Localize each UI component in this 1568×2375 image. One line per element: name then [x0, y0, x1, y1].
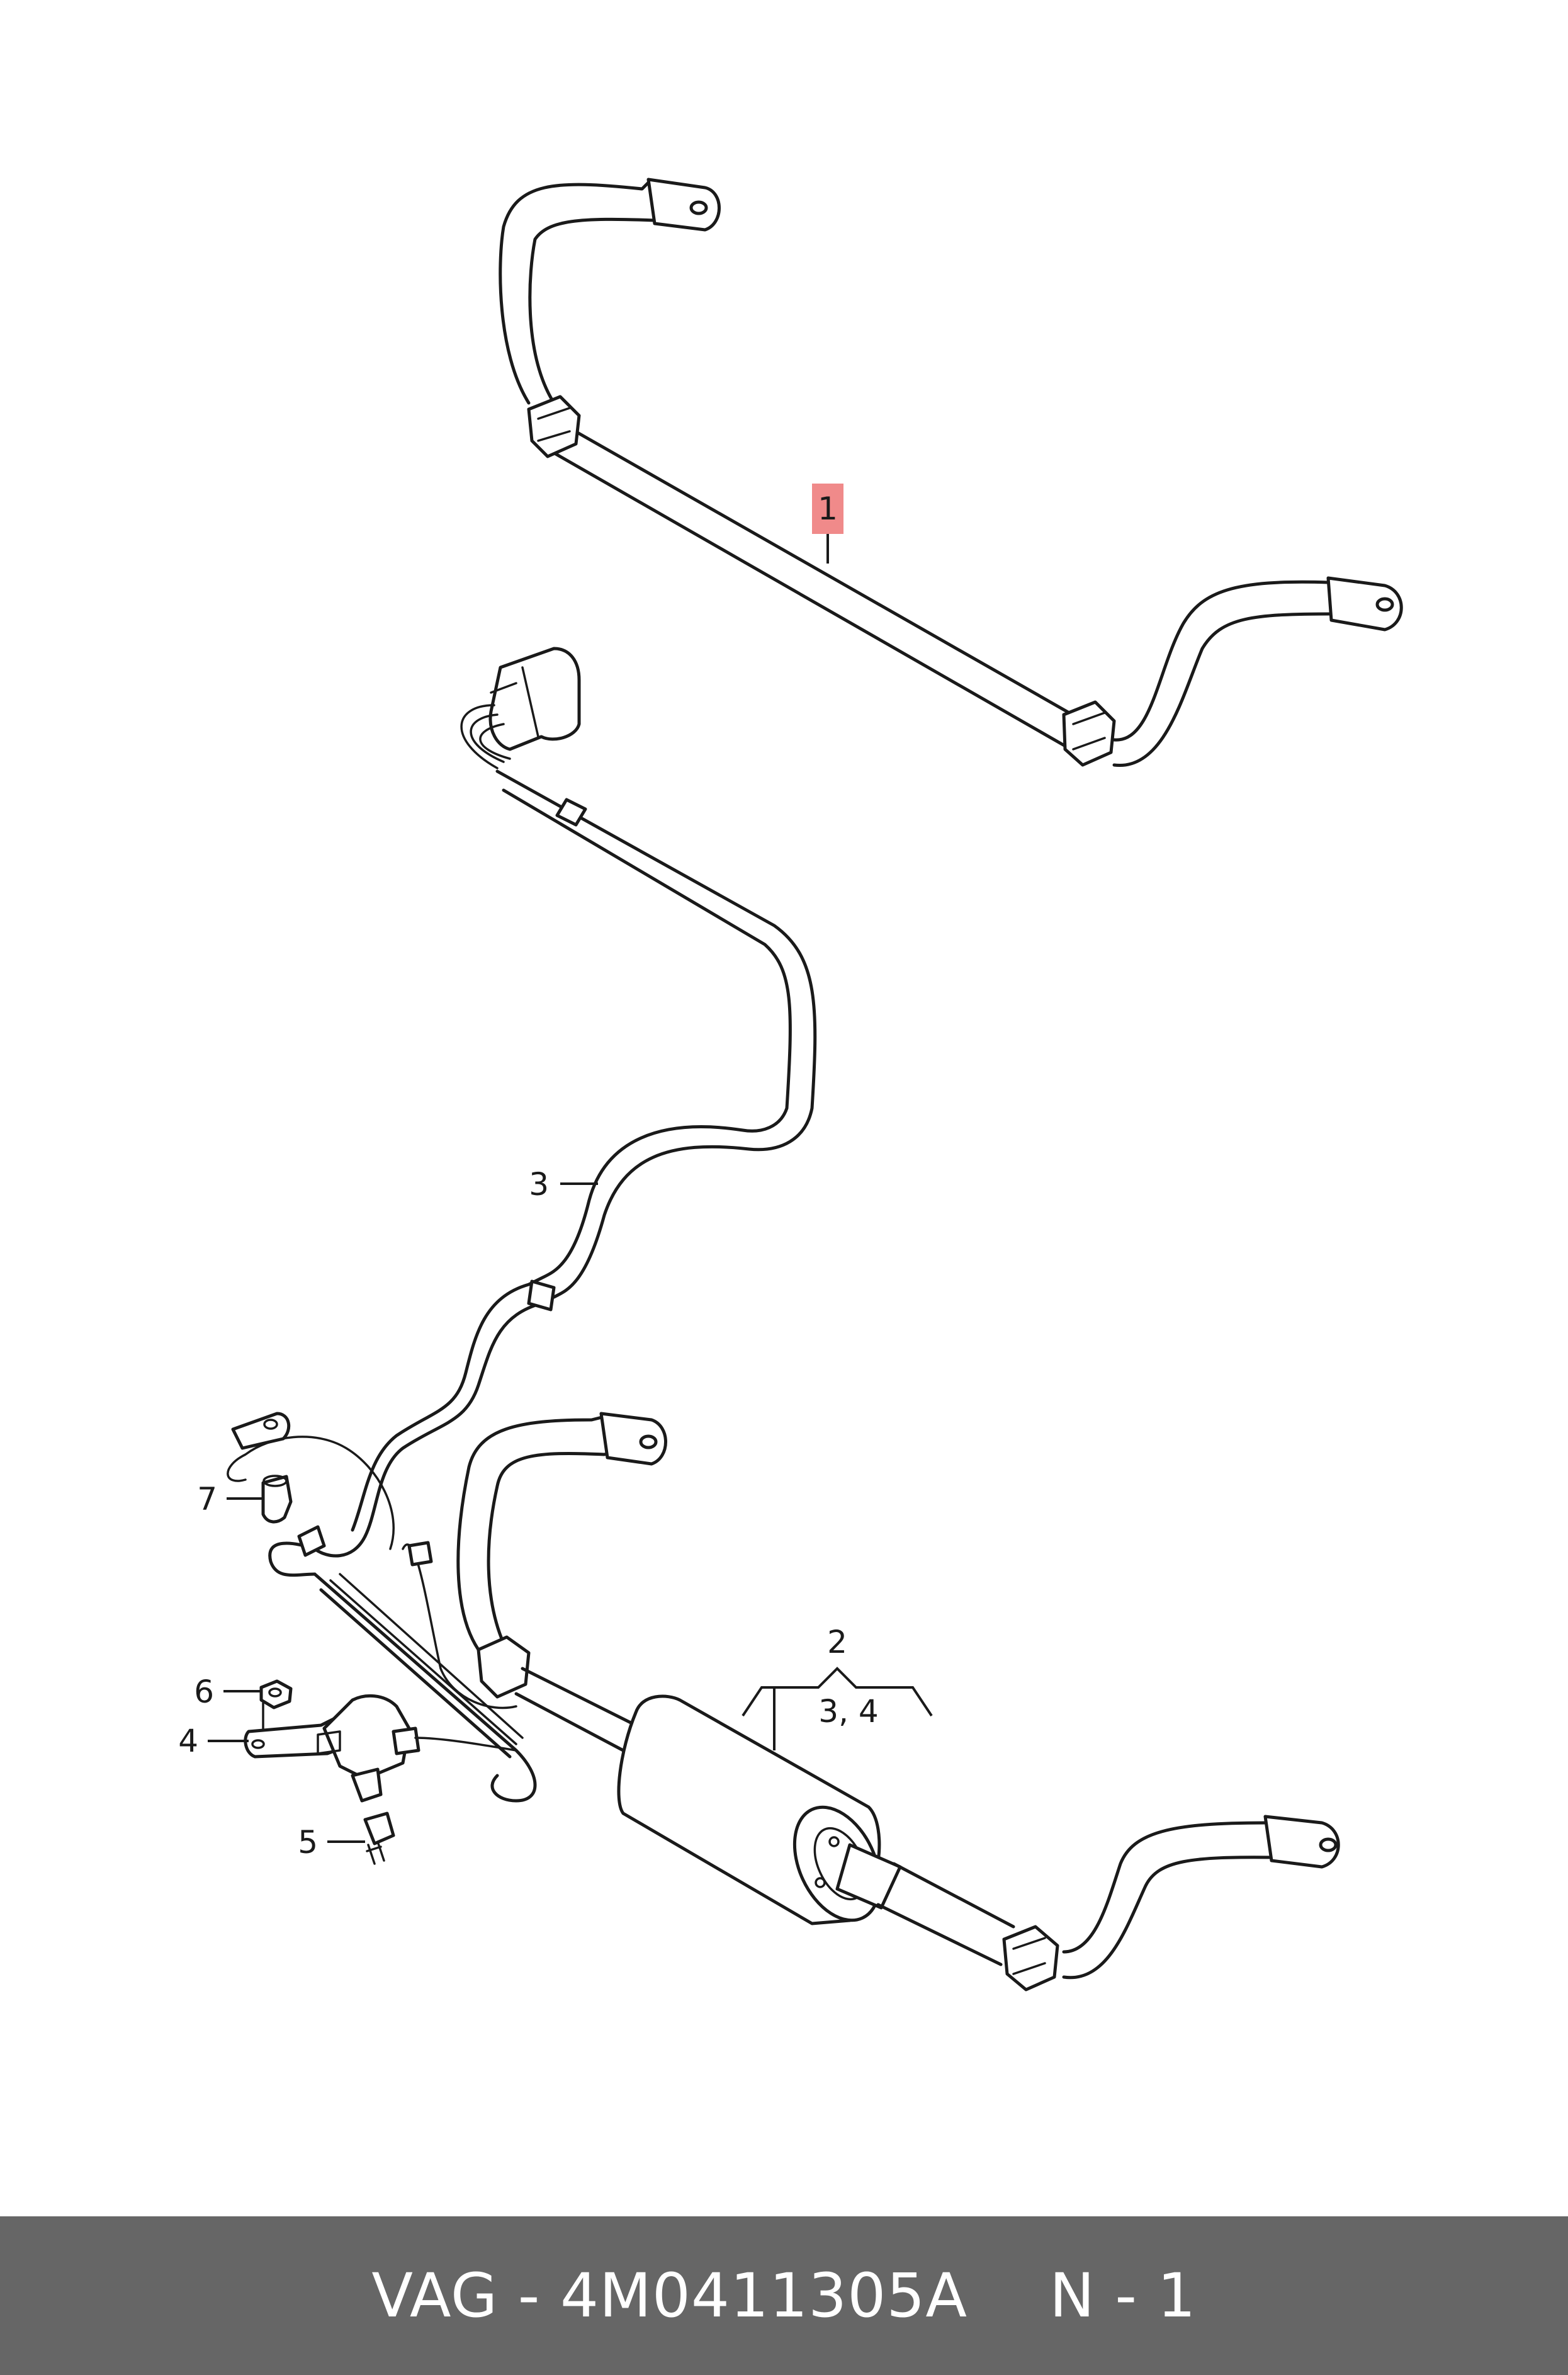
svg-text:3, 4: 3, 4 — [818, 1693, 878, 1730]
callout-3[interactable]: 3 — [529, 1166, 598, 1203]
svg-text:2: 2 — [827, 1624, 847, 1660]
svg-text:1: 1 — [818, 490, 838, 527]
sensor-cable — [414, 1737, 517, 1752]
nut-6 — [259, 1679, 293, 1730]
callout-1[interactable]: 1 — [812, 484, 843, 564]
callout-2[interactable]: 2 3, 4 — [742, 1624, 933, 1750]
wiring-harness — [227, 647, 817, 1803]
callout-7[interactable]: 7 — [197, 1481, 263, 1517]
svg-text:5: 5 — [298, 1824, 318, 1861]
bolt-5 — [363, 1811, 395, 1865]
svg-text:7: 7 — [197, 1481, 217, 1517]
callout-5[interactable]: 5 — [298, 1824, 365, 1861]
callout-6[interactable]: 6 — [194, 1674, 261, 1710]
footer-bar: VAG - 4M0411305A N - 1 — [0, 2216, 1568, 2375]
page-indicator: N - 1 — [1049, 2260, 1197, 2331]
clip-7 — [261, 1475, 293, 1524]
svg-text:4: 4 — [178, 1723, 198, 1759]
callout-4[interactable]: 4 — [178, 1723, 249, 1759]
level-sensor — [244, 1694, 420, 1803]
svg-text:3: 3 — [529, 1166, 549, 1203]
stabilizer-bar-lower — [456, 1412, 1340, 1992]
stabilizer-bar-upper — [499, 178, 1403, 767]
part-number: VAG - 4M0411305A — [371, 2260, 968, 2331]
parts-diagram: 1 3 — [178, 178, 1403, 1992]
svg-text:6: 6 — [194, 1674, 214, 1710]
